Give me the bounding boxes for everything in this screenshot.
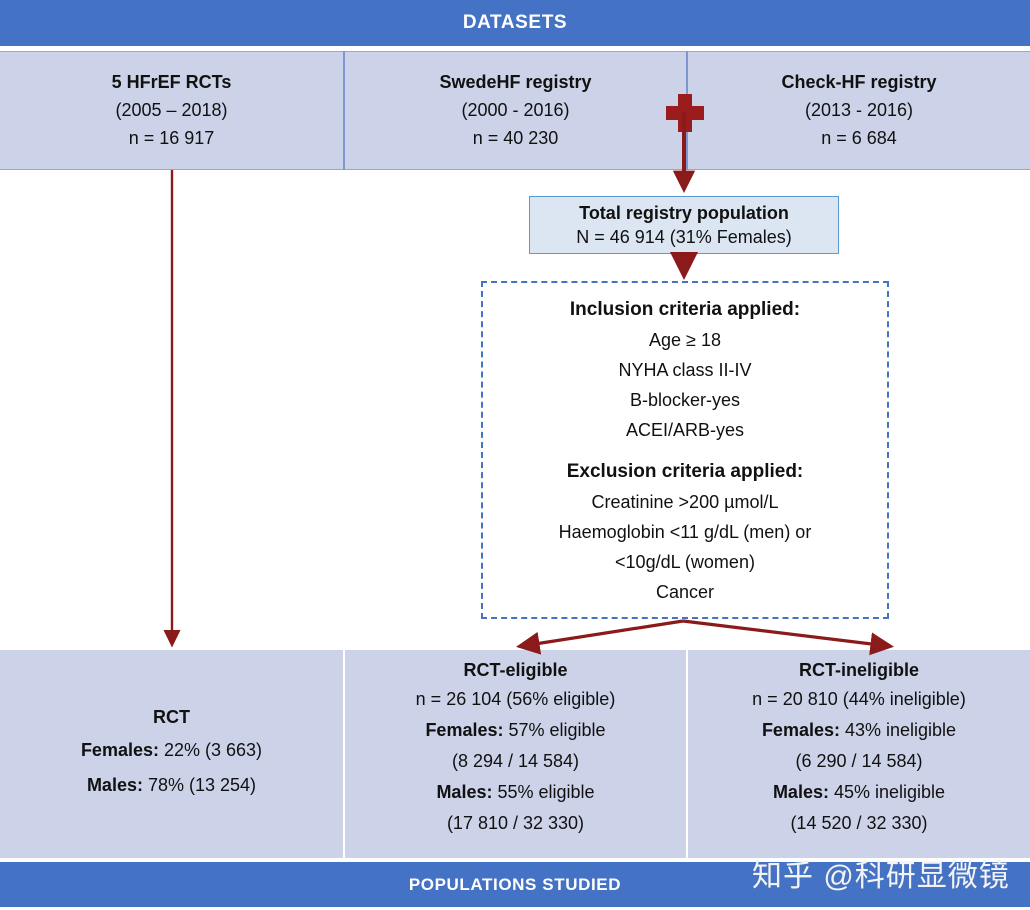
- population-line: (17 810 / 32 330): [447, 808, 584, 839]
- inclusion-item: ACEI/ARB-yes: [625, 420, 745, 440]
- dataset-title: SwedeHF registry: [439, 72, 592, 92]
- population-line-label: Males:: [86, 775, 143, 795]
- total-population-value: N = 46 914 (31% Females): [576, 226, 792, 247]
- exclusion-item: Creatinine >200 µmol/L: [591, 492, 779, 512]
- population-line: (14 520 / 32 330): [790, 808, 927, 839]
- population-line-label: Males:: [436, 782, 493, 802]
- population-line-label: Females:: [80, 740, 159, 760]
- population-line: Females: 43% ineligible: [762, 715, 956, 746]
- exclusion-heading: Exclusion criteria applied:: [566, 461, 804, 482]
- population-line-value: 43% ineligible: [839, 720, 957, 740]
- population-line-label: Females:: [425, 720, 504, 740]
- population-line: Males: 45% ineligible: [773, 777, 945, 808]
- datasets-banner: DATASETS: [0, 0, 1030, 46]
- population-box-rct-eligible: RCT-eligible n = 26 104 (56% eligible) F…: [345, 650, 686, 858]
- population-line-value: (8 294 / 14 584): [451, 751, 580, 771]
- total-population-title: Total registry population: [579, 202, 789, 223]
- dataset-cell-checkhf: Check-HF registry (2013 - 2016) n = 6 68…: [688, 51, 1030, 170]
- arrow-criteria-to-ineligible: [682, 619, 895, 656]
- population-line: Females: 22% (3 663): [81, 735, 262, 766]
- exclusion-item: Cancer: [655, 582, 715, 602]
- dataset-cell-swedehf: SwedeHF registry (2000 - 2016) n = 40 23…: [345, 51, 686, 170]
- arrow-criteria-to-eligible: [515, 619, 684, 655]
- dataset-count: n = 6 684: [821, 128, 897, 148]
- inclusion-heading: Inclusion criteria applied:: [569, 299, 801, 320]
- datasets-row: [0, 51, 1030, 170]
- populations-studied-banner: POPULATIONS STUDIED: [0, 862, 1030, 907]
- exclusion-item: <10g/dL (women): [615, 552, 755, 572]
- population-count: n = 20 810 (44% ineligible): [752, 689, 966, 709]
- population-line: (6 290 / 14 584): [795, 746, 922, 777]
- dataset-years: (2005 – 2018): [115, 100, 228, 120]
- population-line-value: (6 290 / 14 584): [795, 751, 923, 771]
- plus-icon: [666, 94, 704, 132]
- dataset-years: (2000 - 2016): [461, 100, 570, 120]
- inclusion-item: Age ≥ 18: [649, 330, 721, 350]
- dataset-cell-rcts: 5 HFrEF RCTs (2005 – 2018) n = 16 917: [0, 51, 343, 170]
- population-line-value: 78% (13 254): [142, 775, 257, 795]
- dataset-title: Check-HF registry: [781, 72, 937, 92]
- dataset-years: (2013 - 2016): [804, 100, 914, 120]
- inclusion-item: NYHA class II-IV: [618, 360, 752, 380]
- population-box-rct: RCT Females: 22% (3 663) Males: 78% (13 …: [0, 650, 343, 858]
- population-count: n = 26 104 (56% eligible): [415, 689, 616, 709]
- population-line-label: Females:: [761, 720, 840, 740]
- population-line: (8 294 / 14 584): [452, 746, 579, 777]
- datasets-divider-1: [343, 51, 345, 170]
- dataset-count: n = 16 917: [128, 128, 215, 148]
- population-line-value: (14 520 / 32 330): [790, 813, 928, 833]
- population-line: Males: 78% (13 254): [87, 770, 256, 801]
- population-title: RCT: [153, 707, 190, 727]
- population-line-value: 45% ineligible: [828, 782, 946, 802]
- population-line-value: 57% eligible: [503, 720, 606, 740]
- total-registry-population-box: Total registry population N = 46 914 (31…: [529, 196, 839, 254]
- population-box-rct-ineligible: RCT-ineligible n = 20 810 (44% ineligibl…: [688, 650, 1030, 858]
- watermark-text: 知乎 @科研显微镜: [752, 860, 1010, 893]
- inclusion-item: B-blocker-yes: [629, 390, 741, 410]
- population-line-value: 55% eligible: [492, 782, 595, 802]
- population-line-label: Males:: [772, 782, 829, 802]
- exclusion-item: Haemoglobin <11 g/dL (men) or: [558, 522, 812, 542]
- population-line: Females: 57% eligible: [425, 715, 605, 746]
- population-title: RCT-ineligible: [798, 660, 919, 680]
- population-line-value: 22% (3 663): [158, 740, 263, 760]
- dataset-count: n = 40 230: [472, 128, 559, 148]
- population-line-value: (17 810 / 32 330): [446, 813, 585, 833]
- population-line: Males: 55% eligible: [436, 777, 594, 808]
- criteria-box: Inclusion criteria applied: Age ≥ 18 NYH…: [481, 281, 889, 619]
- dataset-title: 5 HFrEF RCTs: [111, 72, 232, 92]
- population-title: RCT-eligible: [463, 660, 568, 680]
